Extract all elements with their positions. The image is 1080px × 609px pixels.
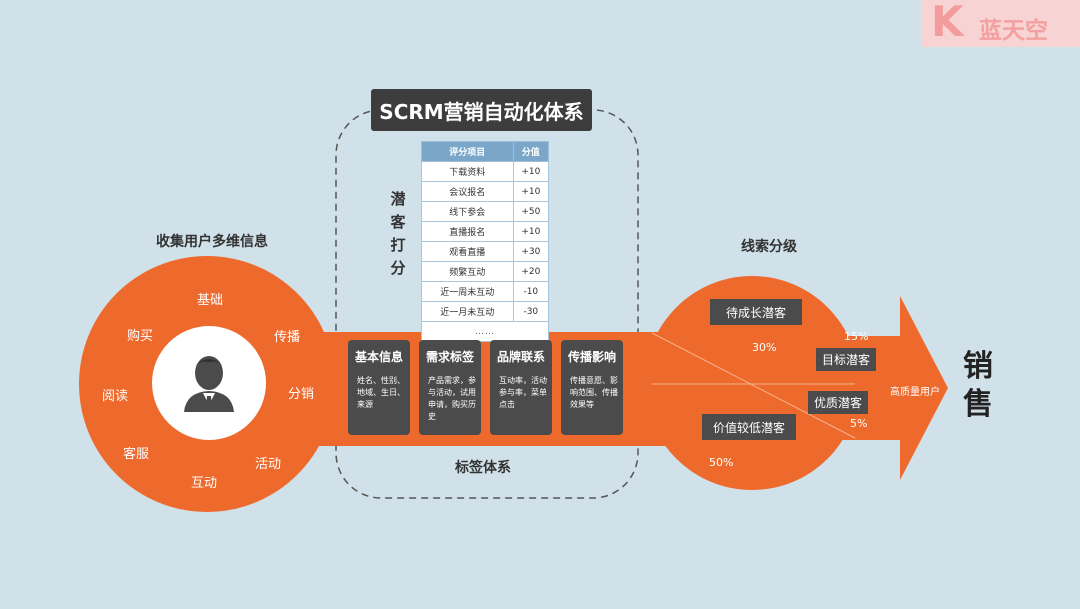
grade-growing: 待成长潜客 — [710, 299, 802, 325]
score-value: +10 — [512, 181, 550, 202]
score-value: -30 — [512, 301, 550, 322]
score-value: +10 — [512, 161, 550, 182]
collect-heading: 收集用户多维信息 — [156, 234, 268, 250]
score-value: +10 — [512, 221, 550, 242]
tag-card-brand: 品牌联系 互动率，活动参与率，菜单点击 — [490, 340, 552, 435]
grade-target-percent: 15% — [844, 330, 869, 343]
tag-card-desc: 姓名、性别、地域、生日、来源 — [357, 376, 405, 409]
vertical-char: 分 — [390, 259, 406, 277]
tag-card-desc: 产品需求，参与活动，试用申请，购买历史 — [428, 376, 476, 421]
tag-card-demand: 需求标签 产品需求，参与活动，试用申请，购买历史 — [419, 340, 481, 435]
vertical-char: 客 — [390, 213, 406, 231]
grade-divider-1 — [651, 332, 856, 439]
tag-card-title: 需求标签 — [425, 350, 474, 364]
tag-card-title: 传播影响 — [567, 350, 616, 364]
logo-text: 蓝天空 — [979, 18, 1048, 44]
scoring-header-score: 分值 — [512, 141, 550, 162]
output-arrow — [790, 296, 948, 480]
tag-card-desc: 传播意愿、影响范围、传播效果等 — [570, 376, 618, 409]
output-label: 高质量用户 — [890, 387, 940, 398]
score-item: 频繁互动 — [421, 261, 514, 282]
score-item: 线下参会 — [421, 201, 514, 222]
orbit-item-interaction: 互动 — [191, 476, 218, 491]
grade-low-value-percent: 50% — [709, 456, 734, 469]
tag-card-basic-info: 基本信息 姓名、性别、地域、生日、来源 — [348, 340, 410, 435]
orbit-item-spread: 传播 — [274, 330, 301, 345]
tag-card-spread: 传播影响 传播意愿、影响范围、传播效果等 — [561, 340, 623, 435]
grade-quality: 优质潜客 — [808, 391, 868, 414]
score-item: 近一周未互动 — [421, 281, 514, 302]
table-row: 会议报名+10 — [421, 181, 550, 202]
score-item: 直播报名 — [421, 221, 514, 242]
orbit-item-activity: 活动 — [255, 457, 282, 472]
score-item: 会议报名 — [421, 181, 514, 202]
table-row: 近一周未互动-10 — [421, 281, 550, 302]
score-item: 下载资料 — [421, 161, 514, 182]
orbit-item-service: 客服 — [123, 447, 150, 462]
score-value: +20 — [512, 261, 550, 282]
table-row-more: …… — [421, 321, 549, 342]
score-item: 近一月未互动 — [421, 301, 514, 322]
table-row: 线下参会+50 — [421, 201, 550, 222]
score-value: +30 — [512, 241, 550, 262]
sales-label: 销售 — [960, 348, 996, 424]
scoring-header-item: 评分项目 — [421, 141, 514, 162]
logo-mark: K — [931, 0, 964, 46]
brand-logo: K 蓝天空 — [921, 0, 1080, 47]
table-row: 频繁互动+20 — [421, 261, 550, 282]
grading-heading: 线索分级 — [741, 239, 797, 255]
vertical-char: 潜 — [390, 190, 406, 208]
grade-low-value: 价值较低潜客 — [702, 414, 796, 440]
score-more: …… — [421, 321, 549, 342]
vertical-char: 打 — [390, 236, 406, 254]
vertical-char: 销 — [963, 349, 993, 384]
table-row: 下载资料+10 — [421, 161, 550, 182]
score-value: +50 — [512, 201, 550, 222]
user-avatar-icon — [184, 356, 234, 412]
score-item: 观看直播 — [421, 241, 514, 262]
tags-label: 标签体系 — [455, 460, 511, 476]
orbit-item-reading: 阅读 — [102, 389, 129, 404]
table-row: 近一月未互动-30 — [421, 301, 550, 322]
scoring-label: 潜客打分 — [388, 188, 408, 280]
grade-target: 目标潜客 — [816, 348, 876, 371]
tag-card-title: 基本信息 — [354, 350, 403, 364]
scoring-table: 评分项目 分值 下载资料+10 会议报名+10 线下参会+50 直播报名+10 … — [421, 141, 550, 342]
grade-quality-percent: 5% — [850, 417, 868, 430]
orbit-item-distribution: 分销 — [288, 387, 315, 402]
grade-growing-percent: 30% — [752, 341, 777, 354]
table-row: 观看直播+30 — [421, 241, 550, 262]
score-value: -10 — [512, 281, 550, 302]
table-row: 直播报名+10 — [421, 221, 550, 242]
page-title: SCRM营销自动化体系 — [371, 89, 592, 131]
tag-card-desc: 互动率，活动参与率，菜单点击 — [499, 376, 547, 409]
scrm-dashed-container — [335, 109, 639, 499]
vertical-char: 售 — [963, 387, 993, 422]
orbit-item-basic: 基础 — [197, 293, 224, 308]
tag-card-title: 品牌联系 — [496, 350, 545, 364]
orbit-item-purchase: 购买 — [127, 329, 154, 344]
